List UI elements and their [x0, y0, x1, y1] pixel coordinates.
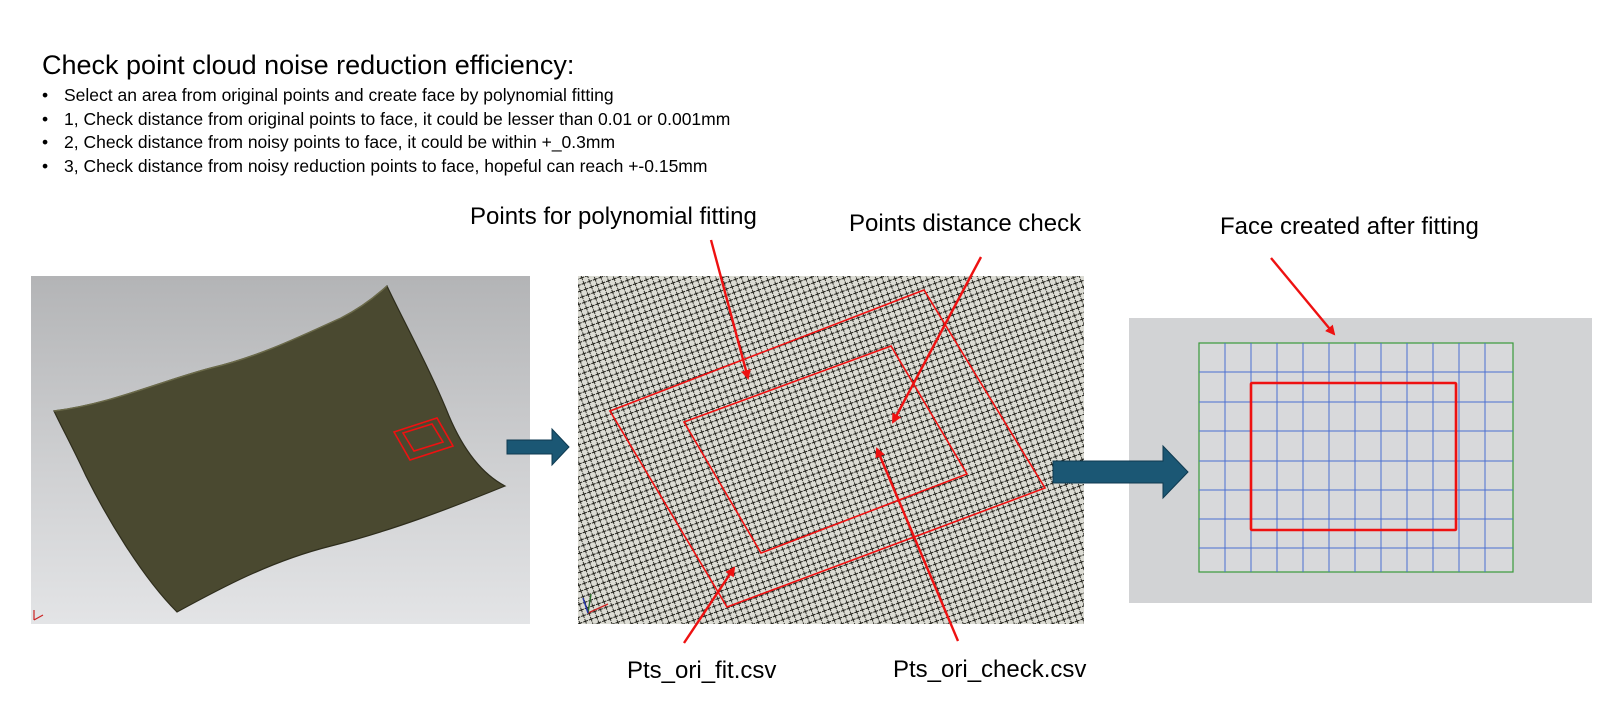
- check-region-outline: [682, 345, 969, 554]
- point-cloud-drawing: [578, 276, 1084, 624]
- label-face-created: Face created after fitting: [1220, 213, 1479, 240]
- fit-region-outline: [392, 417, 455, 461]
- surface-sheet: [53, 285, 507, 613]
- surface-highlight-edge: [53, 285, 388, 412]
- bullet-item: 3, Check distance from noisy reduction p…: [42, 155, 730, 179]
- bullet-item: 1, Check distance from original points t…: [42, 108, 730, 132]
- face-boundary: [1198, 342, 1514, 573]
- label-points-distance-check: Points distance check: [849, 210, 1082, 237]
- surface-model-view: [31, 276, 530, 624]
- face-grid: [1199, 343, 1513, 572]
- bullet-item: Select an area from original points and …: [42, 84, 730, 108]
- axis-triad-icon: [582, 593, 609, 614]
- point-cloud-points: [578, 276, 1084, 624]
- fitted-face-view: [1129, 318, 1592, 603]
- label-check-csv: Pts_ori_check.csv: [893, 656, 1087, 683]
- surface-model-drawing: [33, 285, 507, 621]
- check-region-outline: [1249, 381, 1458, 532]
- label-points-for-fitting: Points for polynomial fitting: [470, 203, 757, 230]
- fitted-face-drawing: [1198, 342, 1514, 573]
- axis-triad-icon: [33, 610, 44, 621]
- label-fit-csv: Pts_ori_fit.csv: [627, 657, 777, 684]
- bullet-item: 2, Check distance from noisy points to f…: [42, 131, 730, 155]
- point-cloud-view: [578, 276, 1084, 624]
- slide-title: Check point cloud noise reduction effici…: [42, 50, 575, 80]
- fit-region-outline: [608, 289, 1047, 608]
- check-region-outline: [401, 423, 445, 452]
- bullet-list: Select an area from original points and …: [42, 84, 730, 178]
